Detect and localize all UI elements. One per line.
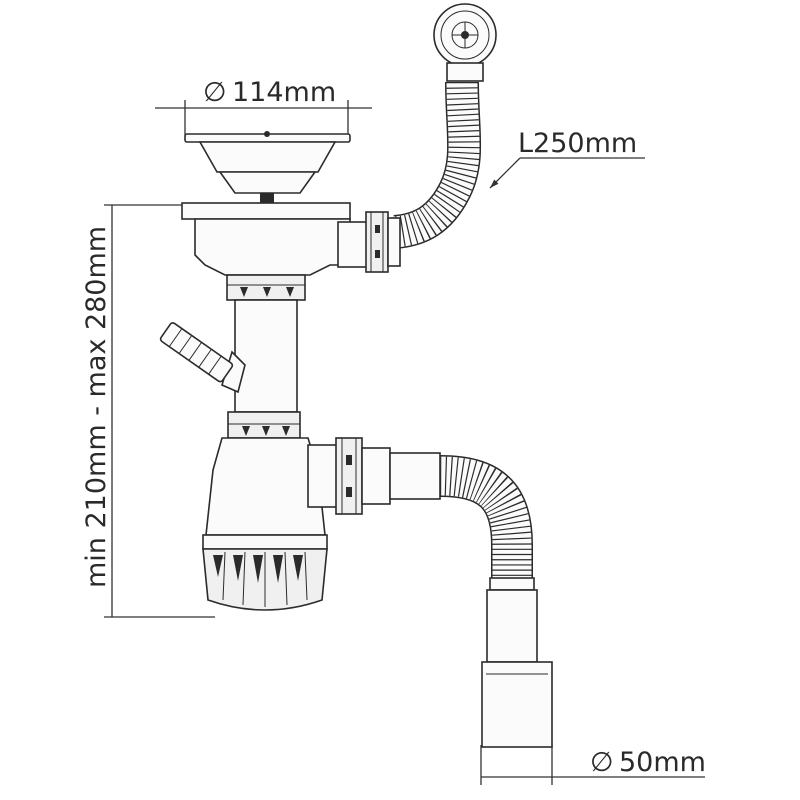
hose-length-label: L250mm: [518, 128, 637, 159]
strainer-diameter-label: 114mm: [232, 77, 336, 108]
hose-length-dimension: L250mm: [489, 128, 645, 189]
lower-nut: [227, 411, 301, 439]
sink-strainer: [184, 131, 351, 203]
upper-nut: [226, 274, 306, 301]
outlet-diameter-label: 50mm: [619, 747, 706, 778]
diameter-symbol: ∅: [590, 747, 614, 778]
drain-body: [181, 202, 401, 276]
trap-outlet-nut: [335, 437, 441, 515]
height-range-label: min 210mm - max 280mm: [81, 226, 112, 588]
overflow-hose: [393, 81, 482, 249]
side-inlet-nozzle: [159, 322, 246, 394]
bottle-trap: [202, 437, 339, 611]
diameter-symbol: ∅: [203, 77, 227, 108]
height-dimension: min 210mm - max 280mm: [81, 204, 215, 618]
vertical-tube: [234, 299, 298, 413]
strainer-diameter-dimension: ∅ 114mm: [155, 77, 372, 135]
outlet-diameter-dimension: ∅ 50mm: [480, 745, 706, 785]
outlet-hose: [439, 455, 533, 580]
outlet-pipe: [481, 577, 553, 748]
overflow-grate: [433, 3, 497, 82]
